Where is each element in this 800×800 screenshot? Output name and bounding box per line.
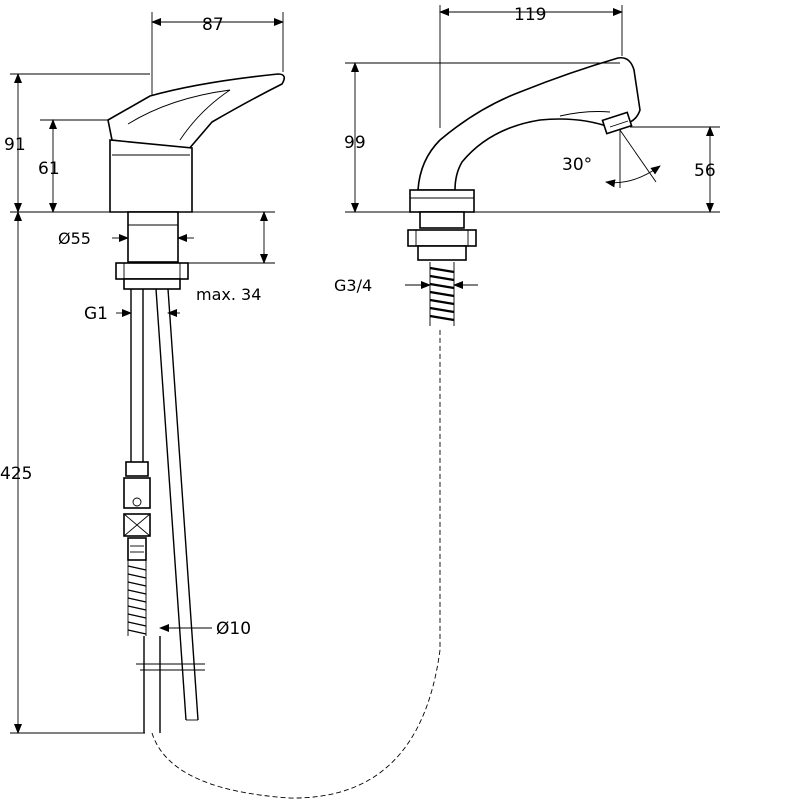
supply-rod-left bbox=[130, 289, 144, 470]
supply-rod-right bbox=[155, 288, 199, 721]
spout-line bbox=[559, 111, 611, 117]
aerator-line bbox=[609, 120, 629, 128]
spout-nut bbox=[407, 229, 477, 247]
label-right-thread: G3/4 bbox=[334, 276, 372, 295]
faucet-body bbox=[109, 139, 193, 213]
left-dimensions bbox=[10, 12, 284, 734]
hose-lower bbox=[143, 636, 161, 733]
label-left-total-height: 91 bbox=[4, 135, 26, 155]
spout-lower-nut bbox=[417, 245, 467, 261]
aerator bbox=[601, 111, 633, 135]
spring-hose-right bbox=[429, 262, 455, 326]
right-spout bbox=[407, 56, 641, 326]
hex-nut-cross bbox=[123, 513, 151, 537]
label-left-thread: G1 bbox=[84, 304, 108, 324]
label-left-width: 87 bbox=[202, 15, 224, 35]
spout-collar bbox=[409, 189, 475, 213]
label-left-hose-diameter: Ø10 bbox=[216, 619, 251, 639]
mounting-nut bbox=[115, 262, 189, 280]
right-dimensions bbox=[345, 5, 720, 289]
label-right-width: 119 bbox=[514, 5, 546, 25]
flex-hose-loop bbox=[151, 330, 441, 799]
lower-nut bbox=[123, 278, 181, 290]
lever-detail bbox=[127, 89, 231, 141]
base-neck bbox=[127, 211, 179, 263]
spout-body bbox=[417, 56, 641, 191]
label-right-angle: 30° bbox=[562, 155, 592, 175]
hose-fitting-body bbox=[123, 477, 151, 509]
hose-fitting bbox=[125, 461, 149, 477]
fitting-tail bbox=[127, 537, 147, 561]
label-right-height: 99 bbox=[344, 133, 366, 153]
label-left-hose-length: 425 bbox=[0, 464, 32, 484]
fitting-screw bbox=[132, 497, 142, 507]
spout-stem bbox=[419, 211, 465, 229]
spring-hose-left bbox=[127, 560, 147, 636]
label-right-outlet-height: 56 bbox=[694, 161, 716, 181]
label-left-lever-height: 61 bbox=[38, 159, 60, 179]
label-left-base-diameter: Ø55 bbox=[58, 229, 91, 248]
lever-handle bbox=[107, 73, 286, 151]
label-left-mount-max: max. 34 bbox=[196, 285, 261, 304]
left-faucet bbox=[107, 73, 441, 799]
